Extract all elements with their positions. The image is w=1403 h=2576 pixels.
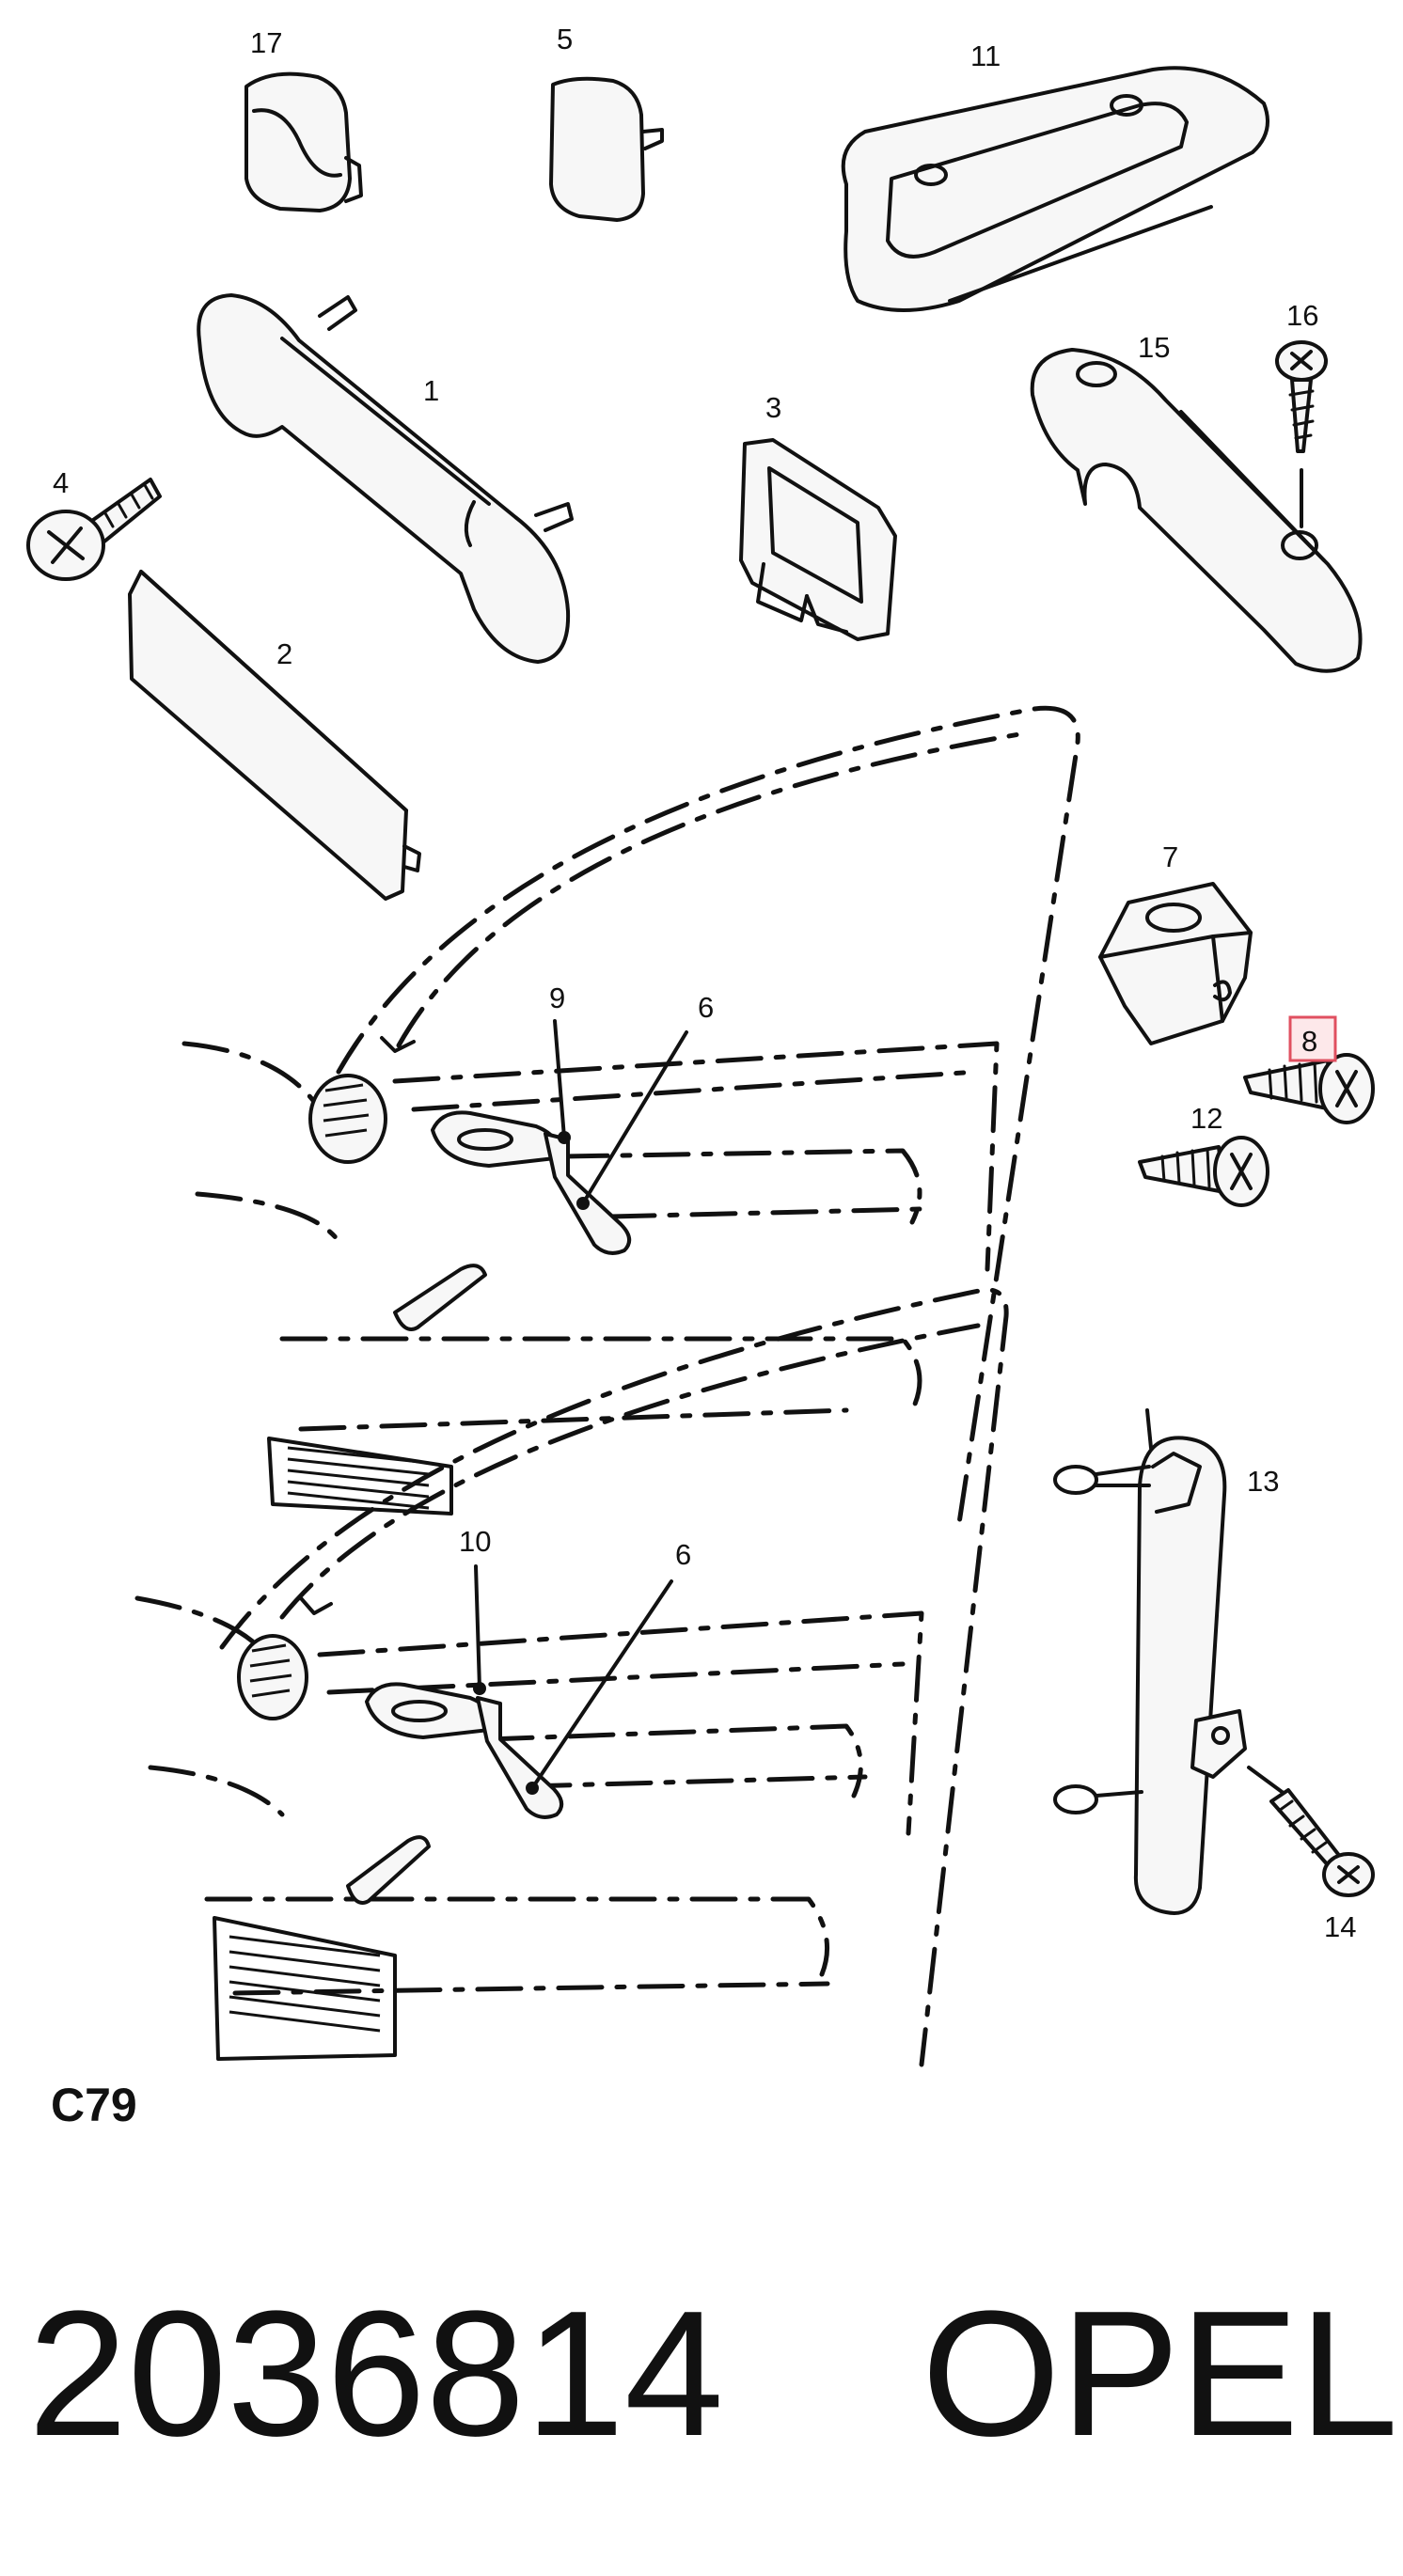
callout-3: 3 bbox=[765, 391, 781, 424]
callout-8: 8 bbox=[1301, 1025, 1317, 1058]
callout-9: 9 bbox=[549, 982, 565, 1014]
callout-2: 2 bbox=[276, 637, 292, 670]
callout-12: 12 bbox=[1190, 1102, 1222, 1135]
callout-14: 14 bbox=[1324, 1910, 1356, 1943]
upper-door-assembly bbox=[181, 705, 1080, 1526]
part-11-grab-handle bbox=[841, 66, 1269, 312]
part-12-screw bbox=[1138, 1136, 1269, 1207]
callout-15: 15 bbox=[1138, 331, 1170, 364]
part-3-clip bbox=[739, 438, 897, 641]
part-17-cap bbox=[244, 71, 363, 212]
callout-6-lower: 6 bbox=[675, 1538, 691, 1571]
part-4-screw bbox=[26, 478, 162, 581]
part-7-clip bbox=[1098, 882, 1253, 1045]
callout-5: 5 bbox=[557, 23, 573, 55]
callout-8-highlight bbox=[1288, 1015, 1337, 1062]
callout-4: 4 bbox=[53, 466, 69, 499]
callout-6-upper: 6 bbox=[698, 991, 714, 1024]
part-16-screw bbox=[1275, 340, 1328, 528]
part-2-cover-strip bbox=[128, 570, 421, 901]
callout-17: 17 bbox=[250, 26, 282, 59]
part-8-screw bbox=[1243, 1053, 1375, 1124]
part-15-grab-handle bbox=[1030, 348, 1363, 673]
callout-7: 7 bbox=[1162, 840, 1178, 873]
callout-13: 13 bbox=[1247, 1465, 1279, 1498]
part-13-grab-handle bbox=[1053, 1408, 1247, 1915]
part-5-cap bbox=[549, 76, 664, 222]
lower-door-assembly bbox=[134, 1287, 1009, 2067]
part-number: 2036814 bbox=[28, 2274, 724, 2474]
callout-1: 1 bbox=[423, 374, 439, 407]
brand-name: OPEL bbox=[922, 2274, 1398, 2474]
callout-16: 16 bbox=[1286, 299, 1318, 332]
callout-10: 10 bbox=[459, 1525, 491, 1558]
part-1-grab-handle bbox=[197, 293, 574, 664]
callout-11: 11 bbox=[970, 39, 1001, 72]
part-14-screw bbox=[1247, 1766, 1375, 1897]
figure-code: C79 bbox=[51, 2079, 137, 2131]
